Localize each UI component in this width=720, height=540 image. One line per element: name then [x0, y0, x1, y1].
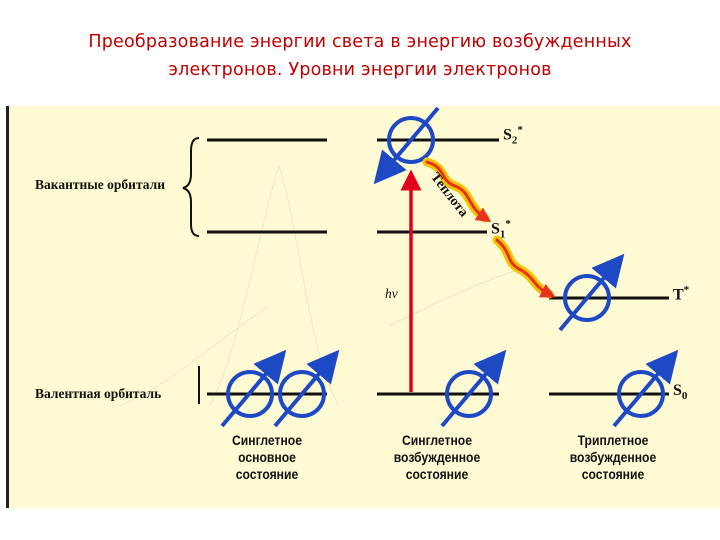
- vacant-orbitals-brace: [182, 137, 200, 237]
- caption-triplet-excited: Триплетное возбужденное состояние: [569, 433, 657, 482]
- slide-title: Преобразование энергии света в энергию в…: [40, 28, 680, 84]
- valence-orbital-label: Валентная орбиталь: [35, 386, 162, 401]
- slide-title-line-2: электронов. Уровни энергии электронов: [168, 60, 552, 80]
- caption-singlet-excited: Синглетное возбужденное состояние: [393, 433, 481, 482]
- caption-singlet-ground: Синглетное основное состояние: [232, 433, 302, 482]
- slide-title-line-1: Преобразование энергии света в энергию в…: [88, 32, 632, 52]
- level-s0-label: S0: [673, 382, 688, 403]
- electron-s0: [612, 349, 679, 428]
- photon-energy-label: hν: [385, 286, 398, 301]
- heat-arrow-s1-t: [492, 235, 556, 299]
- level-s1-label: S1*: [491, 218, 511, 241]
- heat-arrow-s2-s1: [422, 157, 492, 223]
- diagram-canvas: [118, 106, 679, 428]
- vacant-orbitals-label: Вакантные орбитали: [35, 177, 165, 192]
- level-t-label: T*: [673, 284, 690, 304]
- electron-t: [558, 253, 625, 332]
- electron-middle-ground: [440, 349, 507, 428]
- level-s2-label: S2*: [503, 124, 523, 147]
- background-sketch: [118, 164, 530, 407]
- electron-s2: [373, 106, 440, 185]
- energy-level-diagram: Вакантные орбитали Валентная орбиталь hν…: [6, 106, 720, 508]
- electron-ground-1: [220, 349, 287, 428]
- electron-ground-2: [273, 349, 340, 428]
